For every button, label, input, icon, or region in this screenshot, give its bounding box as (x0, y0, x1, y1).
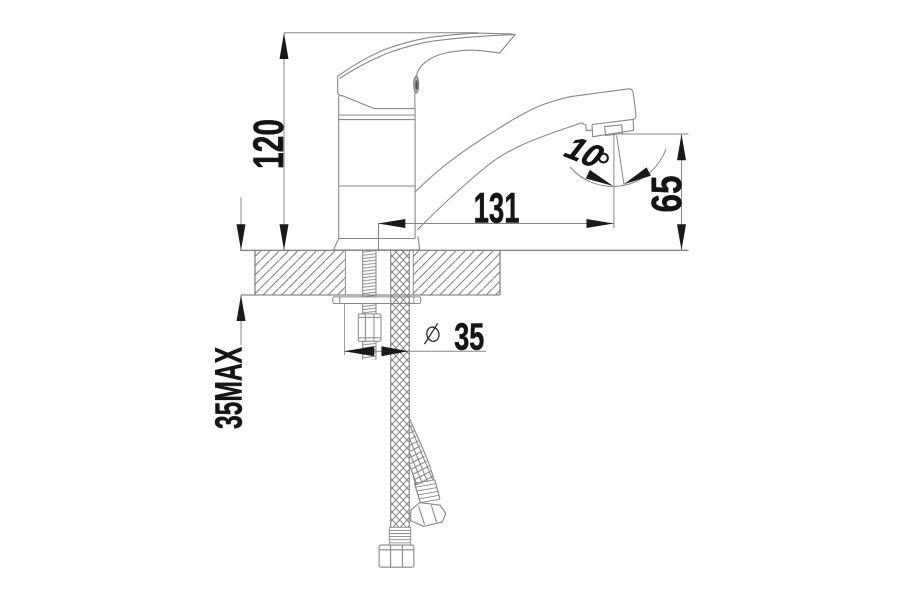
svg-text:35: 35 (454, 317, 484, 359)
svg-text:65: 65 (643, 176, 691, 213)
svg-text:35MAX: 35MAX (209, 347, 251, 429)
svg-text:131: 131 (474, 185, 520, 233)
svg-text:120: 120 (245, 119, 293, 169)
